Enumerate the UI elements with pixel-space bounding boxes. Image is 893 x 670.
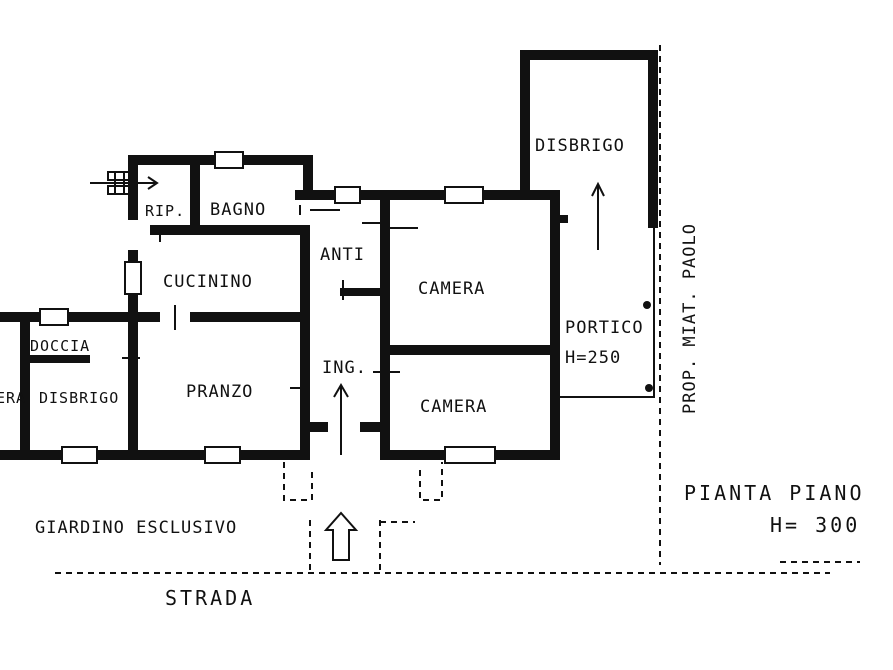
plan-height: H= 300 — [770, 513, 860, 537]
openings — [39, 151, 496, 464]
entry-arrow-icon — [333, 181, 605, 455]
room-label-disbrigo: DISBRIGO — [535, 136, 625, 156]
stair-arrow-icon — [90, 171, 159, 195]
room-label-rip: RIP. — [145, 202, 185, 220]
garden-label: GIARDINO ESCLUSIVO — [35, 518, 237, 538]
room-label-cucinino: CUCININO — [163, 272, 253, 292]
room-label-bagno: BAGNO — [210, 200, 266, 220]
portico-boundary — [560, 45, 661, 565]
room-label-disbrigo-left: DISBRIGO — [39, 389, 119, 407]
garden-entry-arrow-icon — [323, 511, 359, 561]
room-label-anti: ANTI — [320, 245, 365, 265]
neighbor-property-label: PROP. MIAT. PAOLO — [680, 223, 700, 414]
plan-title: PIANTA PIANO — [684, 481, 865, 505]
room-label-camera-bottom: CAMERA — [420, 397, 487, 417]
room-labels: DISBRIGO RIP. BAGNO ANTI CUCININO CAMERA… — [0, 136, 644, 417]
garden-outline — [55, 462, 860, 574]
room-label-camera-top: CAMERA — [418, 279, 485, 299]
portico-height: H=250 — [565, 348, 621, 368]
room-label-doccia: DOCCIA — [30, 337, 90, 355]
room-label-partial: ERA — [0, 389, 26, 407]
street-label: STRADA — [165, 586, 255, 610]
room-label-portico: PORTICO — [565, 318, 644, 338]
room-label-pranzo: PRANZO — [186, 382, 253, 402]
room-label-ingresso: ING. — [322, 358, 367, 378]
